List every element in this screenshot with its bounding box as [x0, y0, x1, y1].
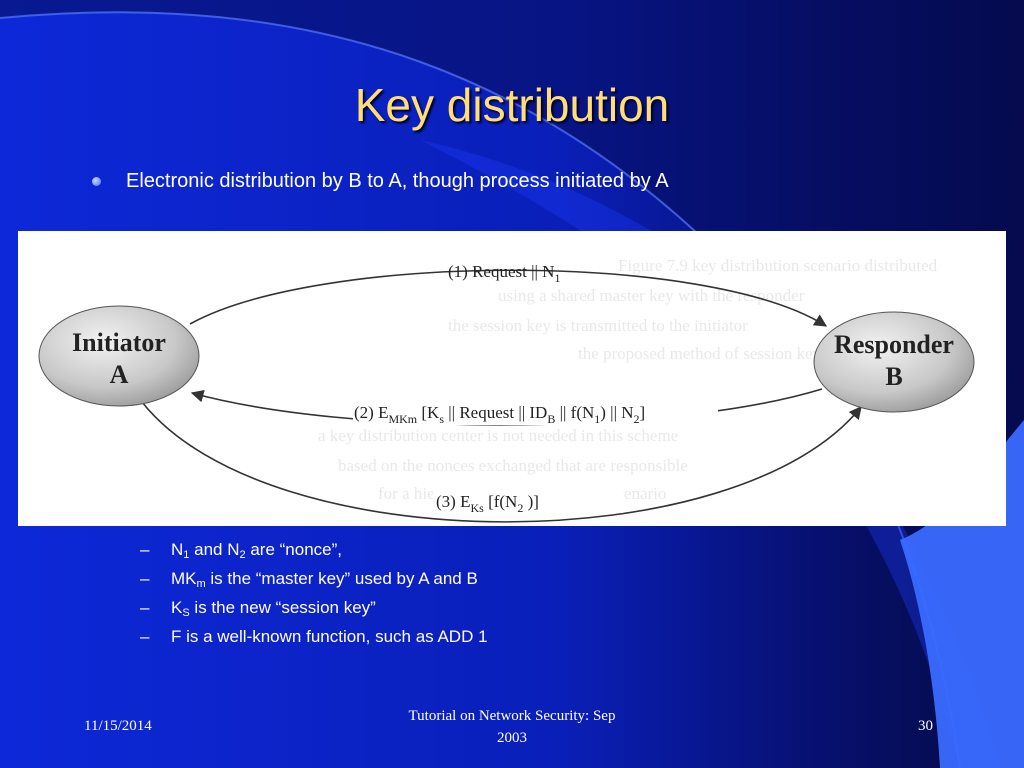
responder-node: Responder B	[813, 311, 975, 413]
main-bullet-text: Electronic distribution by B to A, thoug…	[126, 170, 669, 192]
initiator-label-line1: Initiator	[72, 328, 166, 357]
key-distribution-figure: Figure 7.9 key distribution scenario dis…	[18, 231, 1006, 526]
note-session-key: KS is the new “session key”	[171, 598, 376, 619]
confirmation-arrow	[141, 401, 862, 523]
responder-label-line1: Responder	[834, 330, 954, 359]
note-function: F is a well-known function, such as ADD …	[171, 627, 488, 646]
svg-text:using a shared master key with: using a shared master key with the respo…	[498, 286, 805, 305]
svg-text:based on the nonces exchanged: based on the nonces exchanged that are r…	[338, 456, 688, 475]
dash-marker: –	[140, 598, 150, 617]
dash-marker: –	[140, 540, 150, 559]
svg-text:Figure 7.9 key distribution sc: Figure 7.9 key distribution scenario dis…	[618, 256, 938, 275]
key-distribution-diagram: Figure 7.9 key distribution scenario dis…	[38, 256, 975, 523]
page-number: 30	[918, 718, 933, 734]
footer-title: Tutorial on Network Security: Sep 2003	[352, 705, 672, 749]
request-arrow	[189, 269, 828, 327]
footer-title-line2: 2003	[497, 730, 527, 746]
initiator-node: Initiator A	[38, 305, 200, 407]
dash-marker: –	[140, 627, 150, 646]
slide-title: Key distribution	[354, 79, 670, 131]
message-3-label: (3) EKs [f(N2 )]	[436, 492, 539, 515]
message-2-label: (2) EMKm [Ks || Request || IDB || f(N1) …	[354, 403, 645, 426]
message-1-label: (1) Request || N1	[448, 262, 560, 285]
svg-text:the session key is transmitted: the session key is transmitted to the in…	[448, 316, 748, 335]
bullet-dot-icon	[92, 177, 101, 186]
footer-title-line1: Tutorial on Network Security: Sep	[408, 708, 616, 724]
responder-label-line2: B	[885, 362, 902, 391]
note-master-key: MKm is the “master key” used by A and B	[171, 569, 478, 590]
note-nonce: N1 and N2 are “nonce”,	[171, 540, 343, 561]
dash-marker: –	[140, 569, 150, 588]
footer-date: 11/15/2014	[84, 718, 152, 734]
svg-text:a key distribution center is n: a key distribution center is not needed …	[318, 426, 678, 445]
initiator-label-line2: A	[110, 360, 129, 389]
